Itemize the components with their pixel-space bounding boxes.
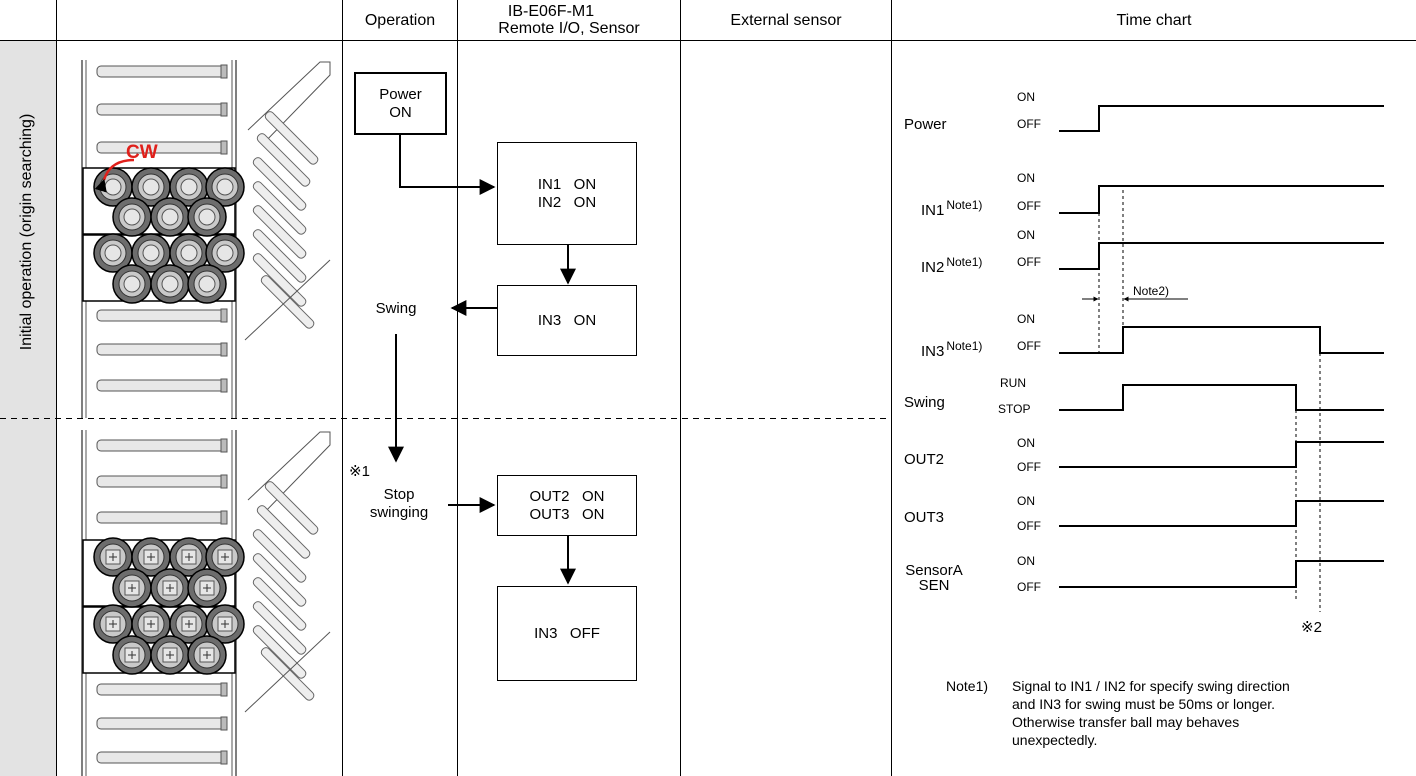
sig-in3-note: Note1)	[946, 339, 983, 353]
lvl-out2-low: OFF	[1017, 460, 1041, 474]
illustration-stopped	[81, 430, 331, 776]
illustration-origin	[81, 60, 331, 418]
flow-swing: Swing	[375, 300, 417, 317]
timing-waveforms	[1059, 105, 1384, 588]
wave-in2	[1059, 242, 1384, 270]
flow-arrows	[388, 133, 576, 585]
wave-in1	[1059, 185, 1384, 214]
flow-stop-line2: swinging	[369, 504, 429, 521]
lvl-swing-high: RUN	[1000, 376, 1026, 390]
lvl-in3-low: OFF	[1017, 339, 1041, 353]
lvl-out3-high: ON	[1017, 494, 1035, 508]
sig-in1-note: Note1)	[946, 198, 983, 212]
header-device-line2: Remote I/O, Sensor	[498, 20, 640, 37]
sig-out2-name: OUT2	[904, 451, 945, 468]
note1-line4: unexpectedly.	[1012, 732, 1098, 748]
lvl-in3-high: ON	[1017, 312, 1035, 326]
lvl-power-high: ON	[1017, 90, 1035, 104]
sig-in3-label: IN3	[921, 343, 945, 360]
header-operation: Operation	[364, 11, 436, 29]
sig-in1-label: IN1	[921, 202, 945, 219]
wave-swing	[1059, 384, 1384, 411]
sig-sensor-name: SensorA SEN	[905, 562, 963, 594]
flow-mark-1: ※1	[349, 463, 370, 480]
wave-out2	[1059, 441, 1384, 468]
note1-line2: and IN3 for swing must be 50ms or longer…	[1012, 696, 1276, 712]
sig-swing-name: Swing	[904, 394, 945, 411]
sig-power-name: Power	[904, 116, 947, 133]
flow-in3-on: IN3 ON	[497, 285, 637, 356]
flow-in1-in2-on: IN1 ON IN2 ON	[497, 142, 637, 245]
flow-out2-out3-on: OUT2 ON OUT3 ON	[497, 475, 637, 536]
lvl-power-low: OFF	[1017, 117, 1041, 131]
side-band	[0, 41, 56, 776]
mark-2: ※2	[1301, 619, 1322, 636]
flow-stop-swinging: Stop swinging	[354, 486, 444, 522]
header-device: IB-E06F-M1 Remote I/O, Sensor	[458, 0, 680, 40]
sig-out3-name: OUT3	[904, 509, 945, 526]
sig-in2-label: IN2	[921, 259, 945, 276]
lvl-out3-low: OFF	[1017, 519, 1041, 533]
wave-power	[1059, 105, 1384, 132]
wave-in3	[1059, 326, 1384, 354]
lvl-out2-high: ON	[1017, 436, 1035, 450]
note1-line3: Otherwise transfer ball may behaves	[1012, 714, 1240, 730]
cw-label: CW	[126, 142, 158, 163]
flow-stop-line1: Stop	[383, 486, 415, 503]
lvl-in1-low: OFF	[1017, 199, 1041, 213]
flow-in3-off: IN3 OFF	[497, 586, 637, 681]
lvl-sensor-high: ON	[1017, 554, 1035, 568]
wave-sensor	[1059, 560, 1384, 588]
note1-line1: Signal to IN1 / IN2 for specify swing di…	[1012, 678, 1290, 694]
lvl-in2-high: ON	[1017, 228, 1035, 242]
header-external-sensor: External sensor	[730, 11, 842, 29]
lvl-sensor-low: OFF	[1017, 580, 1041, 594]
wave-out3	[1059, 500, 1384, 527]
sig-in2-note: Note1)	[946, 255, 983, 269]
lvl-in2-low: OFF	[1017, 255, 1041, 269]
note1-label: Note1)	[946, 678, 989, 694]
note2-label: Note2)	[1133, 284, 1170, 298]
lvl-in1-high: ON	[1017, 171, 1035, 185]
note1-text: Signal to IN1 / IN2 for specify swing di…	[1012, 677, 1290, 749]
header-time-chart: Time chart	[1116, 11, 1192, 29]
flow-power-on: Power ON	[354, 72, 447, 135]
lvl-swing-low: STOP	[998, 402, 1031, 416]
timing-guides	[1098, 190, 1321, 612]
header-device-line1: IB-E06F-M1	[507, 3, 595, 20]
